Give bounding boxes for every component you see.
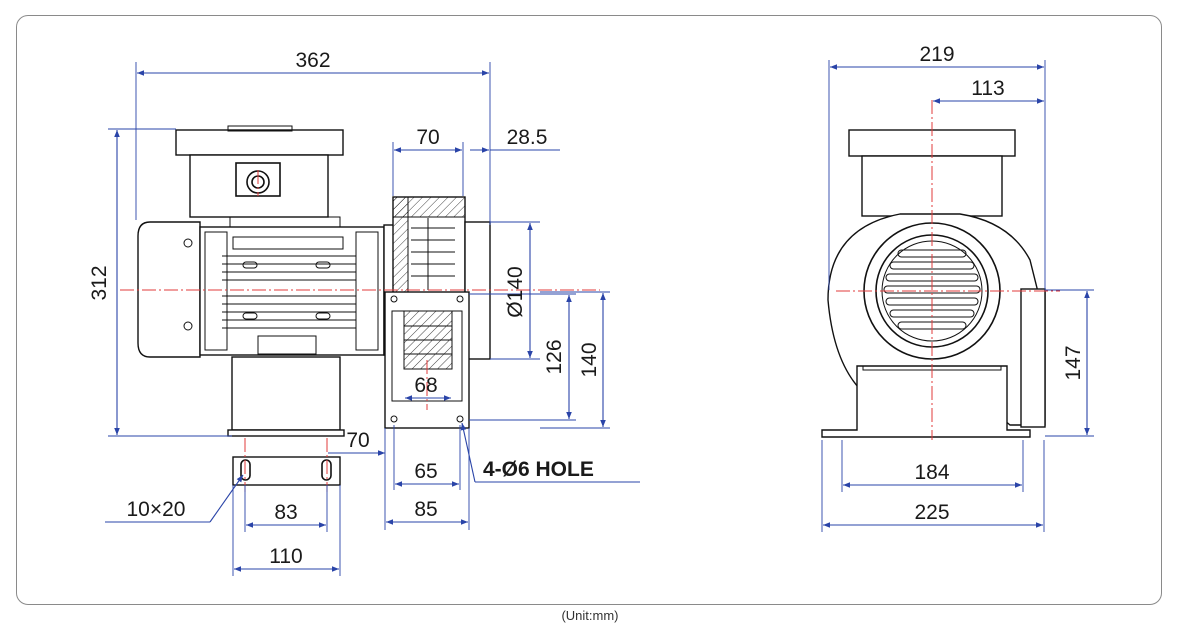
dim-center-offset: 113	[971, 77, 1004, 100]
dim-outlet-offset: 28.5	[507, 126, 548, 149]
drawing-frame	[16, 15, 1162, 605]
outlet-impeller	[403, 310, 453, 370]
dim-outlet-flange-height: 140	[578, 342, 601, 377]
dim-flange-width: 85	[414, 498, 437, 521]
dim-hole-spacing: 65	[414, 460, 437, 483]
terminal-box	[189, 154, 329, 218]
fin-slot	[242, 261, 258, 269]
housing-section-hatch	[392, 196, 466, 218]
dim-overall-length: 362	[295, 49, 330, 72]
base-bracket	[231, 356, 341, 431]
dim-outlet-inner-height: 126	[543, 339, 566, 374]
mount-hole-icon	[456, 415, 464, 423]
dim-base-width: 110	[269, 545, 302, 568]
motor-top-ridge	[232, 236, 344, 250]
dim-slot-spacing: 83	[274, 501, 297, 524]
dim-overall-height: 312	[88, 265, 111, 300]
motor-flange-left	[204, 231, 228, 351]
dimension-labels: 362 312 70 28.5 Ø140 126 140 68 70 65 85…	[88, 43, 1085, 568]
dim-front-base-width: 225	[914, 501, 949, 524]
dim-outlet-inner-width: 68	[414, 374, 437, 397]
bolt-icon	[183, 321, 193, 331]
dim-outlet-depth: 70	[416, 126, 439, 149]
dim-inlet-diameter: Ø140	[504, 266, 527, 317]
lid-ridge	[227, 125, 293, 132]
impeller-blades	[411, 218, 455, 290]
front-view	[821, 100, 1060, 440]
motor-foot-plate	[257, 335, 317, 355]
dim-slot-size: 10×20	[127, 498, 186, 521]
base-plate	[227, 429, 345, 437]
unit-caption: (Unit:mm)	[561, 608, 619, 623]
mount-hole-note: 4-Ø6 HOLE	[483, 458, 594, 481]
bolt-icon	[183, 238, 193, 248]
dim-front-width: 219	[919, 43, 954, 66]
dim-outlet-height: 147	[1062, 345, 1085, 380]
terminal-box-lid	[175, 129, 344, 156]
outlet-flange-front	[1020, 288, 1046, 428]
fin-slot	[315, 312, 331, 320]
motor-flange-right	[355, 231, 379, 351]
dimension-lines	[105, 60, 1094, 576]
fin-slot	[242, 312, 258, 320]
dim-base-offset: 70	[346, 429, 369, 452]
cooling-fins	[222, 255, 356, 329]
side-view	[120, 125, 600, 492]
dim-front-base-spacing: 184	[914, 461, 949, 484]
fin-slot	[315, 261, 331, 269]
mount-hole-icon	[456, 295, 464, 303]
mount-hole-icon	[390, 415, 398, 423]
front-base-bracket	[821, 365, 1031, 438]
mount-hole-icon	[390, 295, 398, 303]
technical-drawing: 362 312 70 28.5 Ø140 126 140 68 70 65 85…	[88, 43, 1094, 576]
